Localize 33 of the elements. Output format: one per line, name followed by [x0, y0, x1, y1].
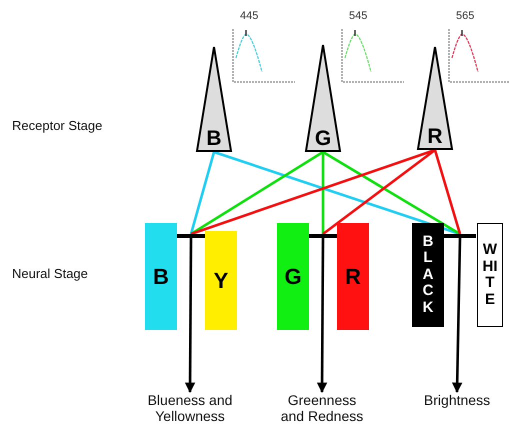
stage-label: Receptor Stage	[12, 118, 102, 133]
connector-line	[190, 152, 216, 234]
arrow	[184, 238, 196, 394]
cone-letter: G	[314, 128, 332, 149]
connector-line	[322, 152, 324, 234]
wavelength-value: 545	[349, 10, 368, 22]
connector-line	[322, 148, 436, 236]
neural-channel-bar: G	[277, 223, 309, 330]
cone-receptor	[196, 46, 232, 152]
cone-receptor	[417, 46, 453, 150]
neural-channel-bar: R	[337, 223, 369, 330]
output-label: Blueness and Yellowness	[145, 392, 235, 424]
connector-line	[322, 150, 461, 236]
wavelength-value: 565	[456, 10, 474, 22]
stage-label: Neural Stage	[12, 266, 88, 281]
neural-channel-bar: BLACK	[412, 223, 444, 327]
junction-bar	[309, 234, 337, 238]
neural-channel-bar: B	[145, 223, 177, 330]
wavelength-value: 445	[240, 10, 258, 22]
neural-channel-bar: Y	[205, 231, 237, 330]
arrow	[452, 238, 462, 394]
output-label: Brightness	[407, 392, 507, 408]
connector-line	[434, 150, 462, 234]
cone-letter: B	[206, 128, 222, 149]
junction-bar	[177, 234, 205, 238]
output-label: Greenness and Redness	[277, 392, 367, 424]
junction-bar	[444, 234, 476, 238]
connector-line	[190, 148, 436, 236]
connector-line	[190, 150, 324, 236]
cone-letter: R	[427, 126, 443, 147]
cone-receptor	[305, 44, 341, 152]
neural-channel-bar: WHITE	[477, 223, 503, 327]
arrow	[316, 238, 328, 394]
